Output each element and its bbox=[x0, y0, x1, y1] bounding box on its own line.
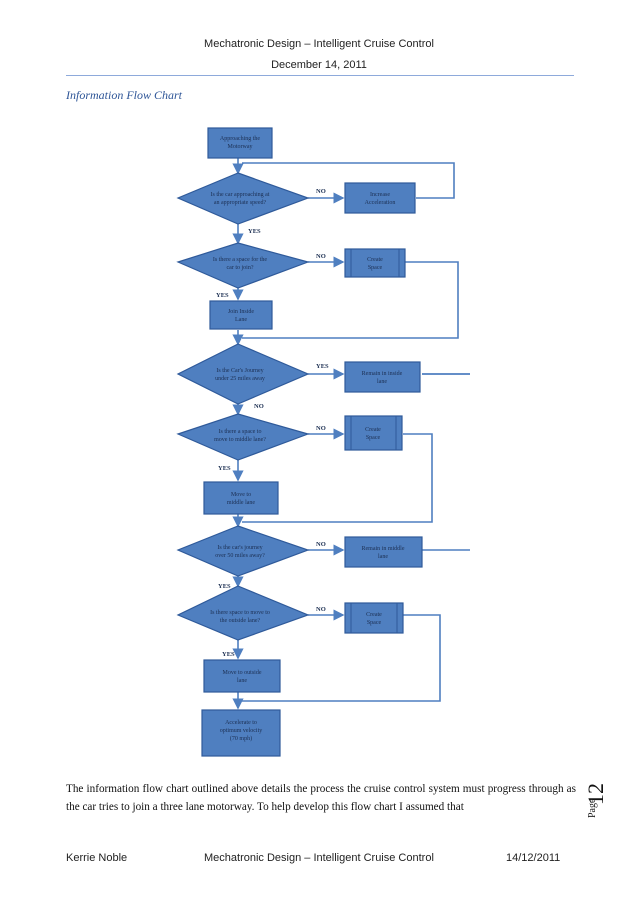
label-yes-5: YES bbox=[218, 583, 231, 590]
decision-space-outside-lane bbox=[176, 585, 310, 641]
body-paragraph: The information flow chart outlined abov… bbox=[66, 783, 576, 813]
footer-title: Mechatronic Design – Intelligent Cruise … bbox=[204, 852, 434, 864]
right-return-line bbox=[422, 373, 470, 551]
decision-journey-over-50 bbox=[176, 525, 310, 577]
label-no-1: NO bbox=[316, 188, 326, 195]
label-yes-2: YES bbox=[216, 292, 229, 299]
process-remain-middle-lane bbox=[344, 536, 423, 568]
header-rule bbox=[66, 75, 574, 76]
label-no-4: NO bbox=[316, 425, 326, 432]
process-move-outside-lane bbox=[203, 659, 281, 693]
label-yes-1: YES bbox=[248, 228, 261, 235]
header-title: Mechatronic Design – Intelligent Cruise … bbox=[204, 38, 434, 50]
process-create-space-1 bbox=[344, 248, 406, 278]
label-yes-4: YES bbox=[218, 465, 231, 472]
process-increase-acceleration bbox=[344, 182, 416, 214]
process-approaching-motorway bbox=[207, 127, 273, 159]
label-yes-3: YES bbox=[316, 363, 329, 370]
decision-appropriate-speed bbox=[176, 172, 310, 225]
header-date: December 14, 2011 bbox=[271, 59, 367, 71]
footer-date: 14/12/2011 bbox=[506, 852, 561, 864]
decision-space-to-join bbox=[176, 242, 310, 289]
process-move-middle-lane bbox=[203, 481, 279, 515]
process-create-space-2 bbox=[344, 415, 403, 451]
process-remain-inside-lane bbox=[344, 361, 421, 393]
decision-journey-under-25 bbox=[176, 343, 310, 405]
process-create-space-3 bbox=[344, 602, 404, 634]
label-no-5: NO bbox=[316, 541, 326, 548]
flow-connectors bbox=[232, 156, 470, 710]
process-join-inside-lane bbox=[209, 300, 273, 330]
decision-space-middle-lane bbox=[176, 413, 310, 461]
page-label: Page bbox=[587, 798, 598, 818]
label-no-6: NO bbox=[316, 606, 326, 613]
label-no-2: NO bbox=[316, 253, 326, 260]
label-yes-6: YES bbox=[222, 651, 235, 658]
label-no-3: NO bbox=[254, 403, 264, 410]
process-accelerate-optimum bbox=[201, 709, 281, 757]
footer-author: Kerrie Noble bbox=[66, 852, 128, 864]
section-title: Information Flow Chart bbox=[66, 88, 183, 102]
